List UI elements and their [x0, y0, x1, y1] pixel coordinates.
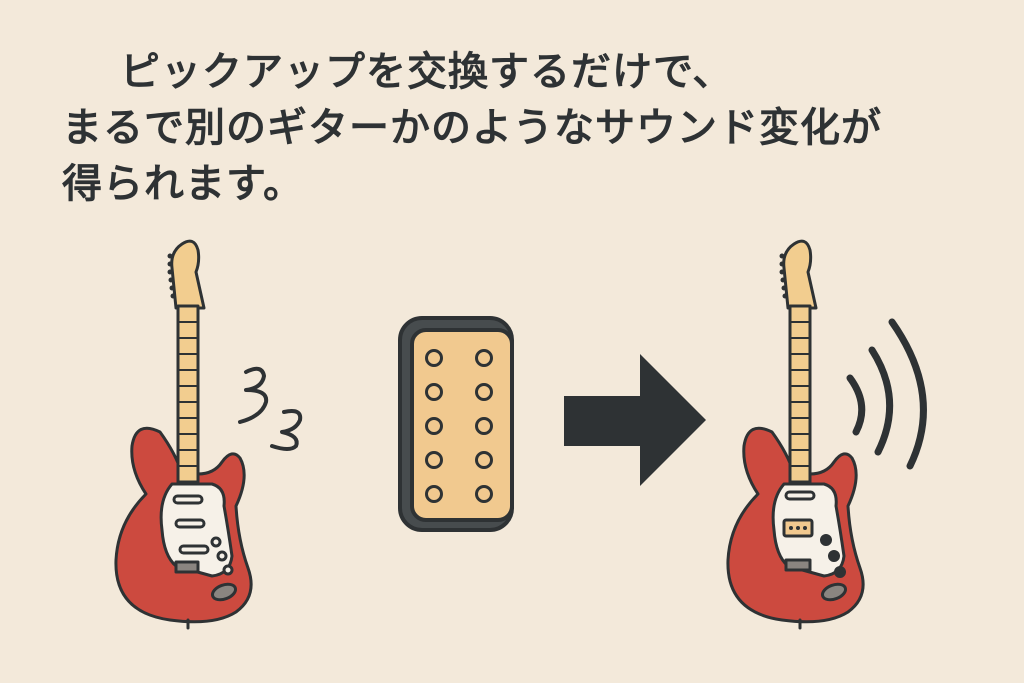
- humbucker-pickup-icon: [398, 316, 514, 532]
- caption-line-2: まるで別のギターかのようなサウンド変化が: [62, 105, 882, 151]
- muddy-sound-squiggle-icon: [238, 366, 303, 451]
- guitar-before-frets: [178, 321, 198, 467]
- caption-line-3: 得られます。: [62, 161, 304, 207]
- caption: ピックアップを交換するだけで、 まるで別のギターかのようなサウンド変化が 得られ…: [62, 44, 962, 212]
- guitar-before-icon: [114, 239, 253, 630]
- right-arrow-icon: [564, 354, 706, 486]
- guitar-after-icon: [726, 239, 865, 630]
- caption-line-1: ピックアップを交換するだけで、: [120, 49, 734, 95]
- guitar-after-frets: [790, 321, 810, 467]
- sound-waves-icon: [846, 318, 927, 470]
